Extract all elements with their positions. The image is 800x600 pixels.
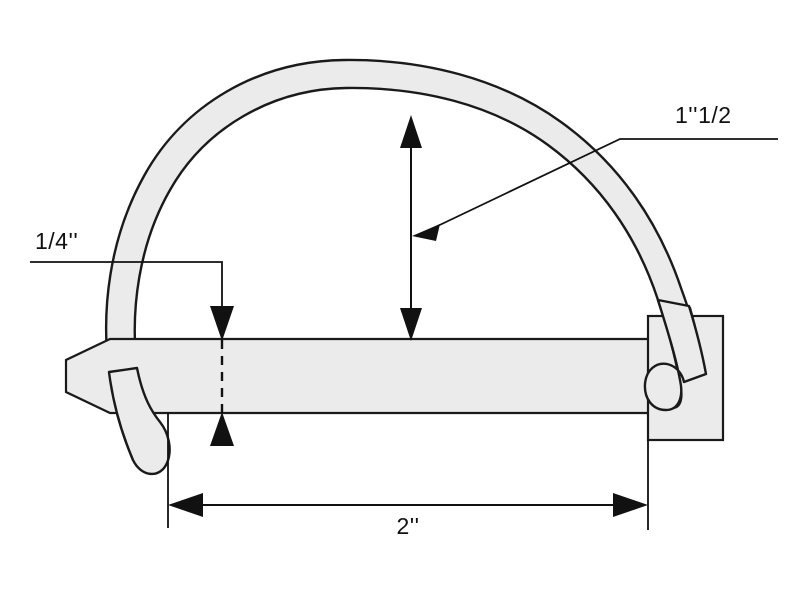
- wire-left-leg-tip: [107, 366, 171, 476]
- wire-height-leader: [424, 138, 778, 233]
- pin-diameter-label: 1/4'': [35, 228, 78, 254]
- dimension-wire-height: 1''1/2: [400, 102, 778, 341]
- dimension-pin-diameter: 1/4'': [30, 228, 234, 446]
- wire-height-arrow-up: [400, 115, 422, 148]
- pin-shaft-body: [64, 337, 672, 415]
- pin-length-arrow-left: [168, 493, 203, 517]
- pin-diameter-arrow-down: [210, 306, 234, 341]
- wire-hook-end: [643, 298, 708, 412]
- wire-height-leader-arrowhead: [412, 224, 440, 241]
- pin-length-label: 2'': [396, 513, 419, 539]
- pin-shaft: [64, 337, 672, 415]
- wire-height-arrow-down: [400, 308, 422, 341]
- pin-diameter-arrow-up: [210, 412, 234, 446]
- pin-diameter-leader: [30, 261, 223, 312]
- wire-height-label: 1''1/2: [675, 102, 732, 128]
- pin-length-arrow-right: [613, 493, 648, 517]
- dimension-pin-length: 2'': [167, 412, 649, 539]
- wire-left-leg: [107, 366, 171, 476]
- wire-hook-loop: [643, 298, 708, 412]
